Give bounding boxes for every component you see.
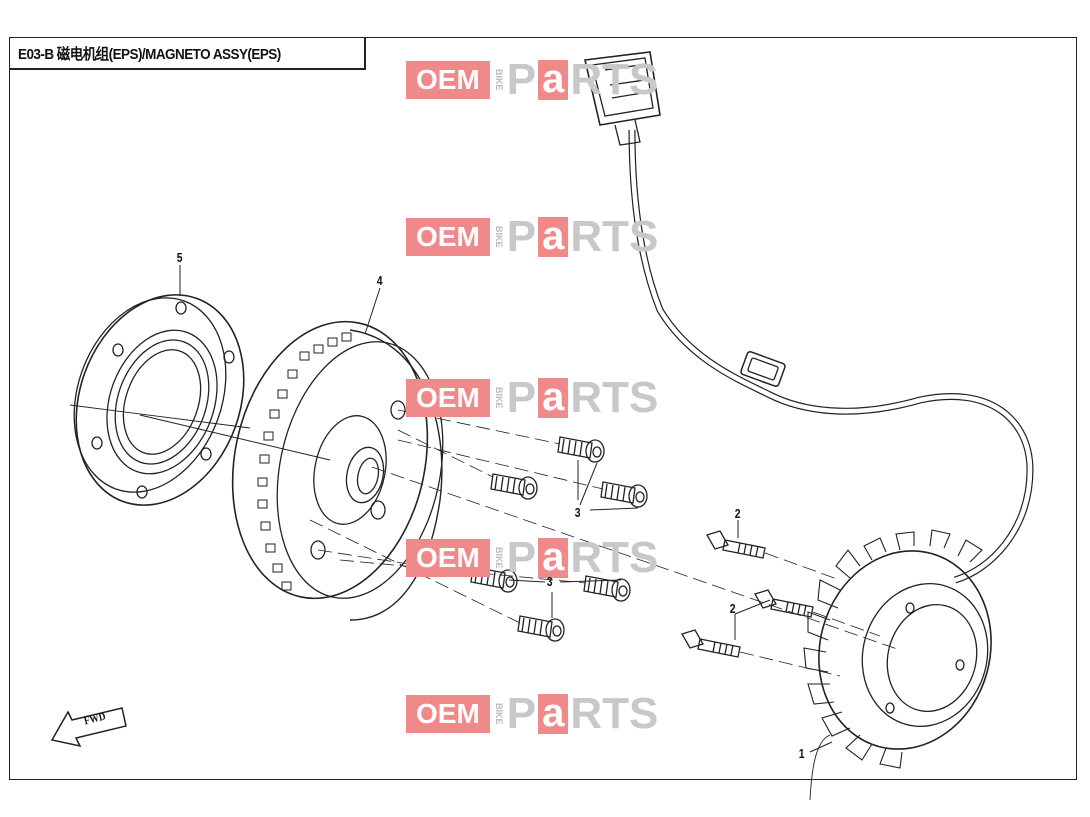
callout-part-4: 4 — [376, 273, 383, 288]
fwd-arrow — [50, 707, 127, 748]
bolt-2-c — [681, 629, 741, 658]
bolt-3-f — [517, 615, 565, 642]
bolt-3-b — [490, 473, 538, 500]
one-way-clutch — [69, 294, 251, 506]
bolt-2-a — [706, 530, 766, 559]
callout-part-2-upper: 2 — [734, 506, 741, 521]
flywheel-rotor — [139, 320, 444, 621]
bolt-3-a — [557, 436, 605, 463]
bolt-3-c — [600, 481, 648, 508]
callout-part-1: 1 — [798, 746, 805, 761]
socket-bolts — [470, 436, 648, 642]
leader-lines — [179, 265, 833, 753]
diagram-frame — [9, 37, 1077, 780]
callout-part-3-lower: 3 — [546, 574, 553, 589]
wire-harness — [628, 129, 1034, 584]
connector — [584, 51, 661, 146]
alignment-lines — [309, 409, 901, 677]
callout-part-2-lower: 2 — [729, 601, 736, 616]
callout-part-5: 5 — [176, 250, 183, 265]
stator — [803, 529, 992, 801]
title-box: E03-B 磁电机组(EPS)/MAGNETO ASSY(EPS) — [9, 37, 366, 70]
bolt-2-b — [754, 589, 814, 618]
bolt-3-d — [470, 566, 518, 593]
flange-bolts — [681, 530, 814, 658]
callout-part-3-upper: 3 — [574, 505, 581, 520]
diagram-title: E03-B 磁电机组(EPS)/MAGNETO ASSY(EPS) — [18, 45, 281, 63]
